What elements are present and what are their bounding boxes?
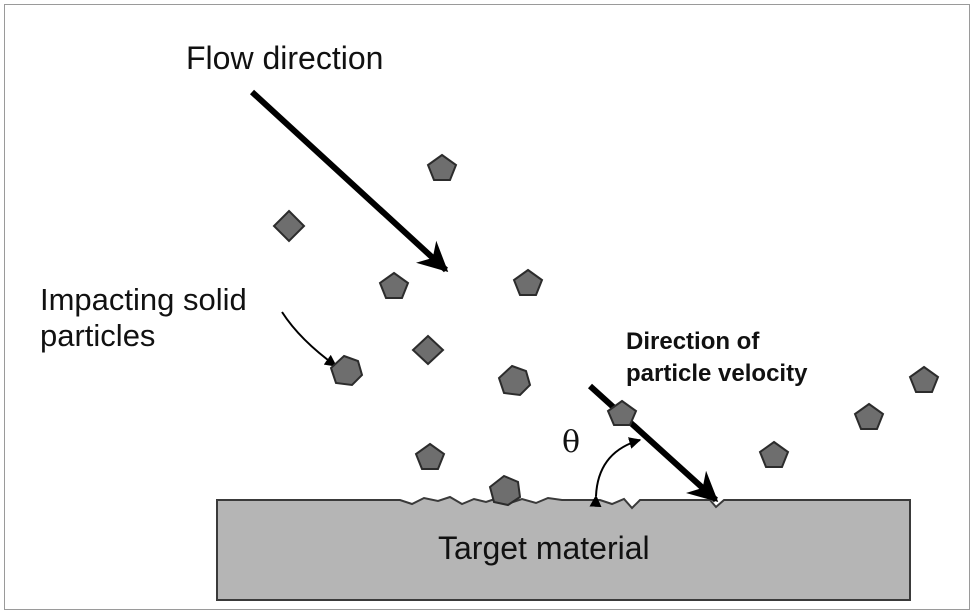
particle — [497, 364, 532, 397]
particle — [908, 365, 940, 393]
particle-velocity-line1: Direction of — [626, 328, 760, 355]
particle-pointer-arrow — [281, 311, 337, 367]
particle — [853, 402, 885, 430]
particle — [411, 334, 445, 366]
impacting-particles-line2: particles — [40, 317, 156, 353]
particle-velocity-line2: particle velocity — [626, 360, 808, 388]
target-material-label: Target material — [438, 530, 650, 566]
particle — [378, 271, 410, 299]
particles-group — [272, 153, 940, 507]
target-material-block — [216, 495, 911, 601]
impact-angle-arc — [589, 437, 642, 508]
particle-velocity-label: Direction of particle velocity — [626, 326, 807, 391]
particle — [329, 354, 364, 387]
impacting-particles-label: Impacting solid particles — [40, 282, 247, 353]
particle — [272, 209, 306, 243]
particle — [488, 474, 522, 507]
impact-angle-label: θ — [562, 425, 581, 460]
particle — [606, 399, 638, 426]
flow-direction-label: Flow direction — [186, 40, 384, 76]
particle — [426, 153, 458, 181]
flow-direction-arrow — [249, 89, 449, 273]
particle — [758, 440, 790, 468]
particle-velocity-arrow — [587, 383, 719, 503]
particle — [512, 268, 544, 296]
impacting-particles-line1: Impacting solid — [40, 282, 247, 317]
particle — [414, 442, 446, 470]
